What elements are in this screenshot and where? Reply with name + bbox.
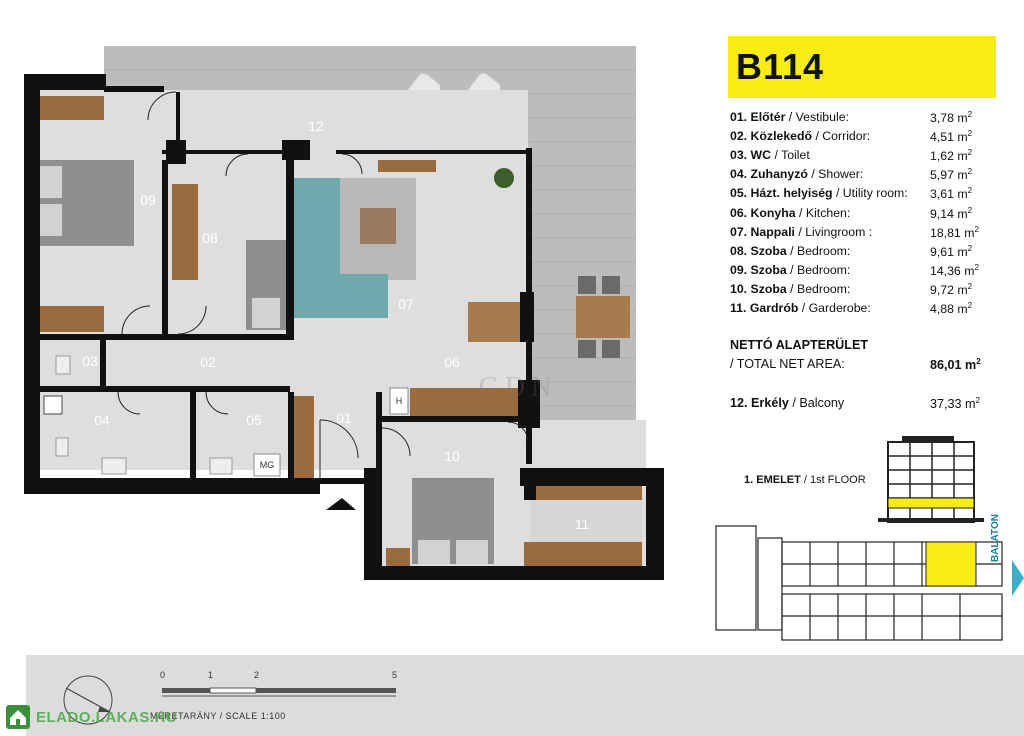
- room-name-hu: Előtér: [750, 110, 786, 124]
- direction-arrow-icon: [1012, 560, 1024, 596]
- room-row: 07. Nappali / Livingroom : 18,81 m2: [730, 225, 1000, 243]
- room-row: 06. Konyha / Kitchen: 9,14 m2: [730, 206, 1000, 224]
- highlighted-floor: [887, 497, 975, 509]
- room-separator: /: [771, 148, 782, 163]
- floor-label: 1. EMELET / 1st FLOOR: [744, 474, 866, 486]
- room-separator: /: [786, 243, 797, 258]
- floor-plan: [24, 46, 664, 580]
- room-name-en: Shower:: [818, 167, 864, 182]
- room-name-en: Livingroom :: [805, 224, 873, 239]
- room-row: 03. WC / Toilet 1,62 m2: [730, 148, 1000, 166]
- room-separator: /: [812, 129, 823, 144]
- room-separator: /: [786, 281, 797, 296]
- unit-code: B114: [736, 46, 825, 87]
- room-row: 04. Zuhanyzó / Shower: 5,97 m2: [730, 167, 1000, 185]
- house-icon: [6, 705, 30, 729]
- dining-table-icon: [576, 276, 630, 358]
- room-name-hu: Közlekedő: [750, 129, 813, 144]
- room-area: 14,36 m2: [930, 262, 979, 278]
- room-name-hu: Konyha: [750, 205, 796, 220]
- room-separator: /: [795, 205, 806, 220]
- room-row: 10. Szoba / Bedroom: 9,72 m2: [730, 282, 1000, 300]
- room-number: 04.: [730, 167, 748, 182]
- room-name-en: Bedroom:: [797, 262, 851, 277]
- room-name-en: Corridor:: [822, 129, 871, 144]
- room-name-hu: WC: [750, 148, 772, 163]
- scale-tick-0: 0: [160, 670, 166, 680]
- balcony-num: 12.: [730, 396, 748, 410]
- room-name-hu: Zuhanyzó: [750, 167, 808, 182]
- room-name-en: Kitchen:: [805, 205, 851, 220]
- balcony-row: 12. Erkély / Balcony 37,33 m2: [730, 396, 1000, 412]
- room-name-en: Vestibule:: [795, 110, 849, 124]
- watermark-text: ELADO.LAKAS.HU: [36, 708, 178, 726]
- room-area: 3,78 m2: [930, 110, 973, 126]
- room-number: 07.: [730, 224, 748, 239]
- room-area: 4,51 m2: [930, 129, 973, 145]
- room-row: 11. Gardrób / Garderobe: 4,88 m2: [730, 301, 1000, 319]
- room-row: 05. Házt. helyiség / Utility room: 3,61 m…: [730, 186, 1000, 204]
- room-row: 02. Közlekedő / Corridor: 4,51 m2: [730, 129, 1000, 147]
- room-name-hu: Gardrób: [749, 301, 799, 315]
- room-number: 05.: [730, 186, 748, 201]
- site-plan: [715, 525, 1024, 641]
- room-number: 02.: [730, 129, 748, 144]
- room-area: 3,61 m2: [930, 186, 973, 202]
- north-arrow-icon: [63, 675, 113, 725]
- building-elevation: [878, 436, 984, 523]
- room-name-en: Bedroom:: [797, 281, 851, 296]
- scale-tick-1: 1: [208, 670, 214, 680]
- site-watermark: ELADO.LAKAS.HU: [6, 704, 177, 730]
- room-separator: /: [807, 167, 819, 182]
- room-row: 01. Előtér / Vestibule: 3,78 m2: [730, 110, 1000, 128]
- room-name-en: Garderobe:: [808, 301, 871, 315]
- room-number: 10.: [730, 281, 748, 296]
- unit-title-box: B114: [728, 36, 996, 98]
- room-area: 1,62 m2: [930, 148, 973, 164]
- room-number: 09.: [730, 262, 748, 277]
- scale-tick-2: 2: [254, 670, 260, 680]
- room-area: 9,72 m2: [930, 281, 973, 297]
- highlighted-unit: [925, 541, 977, 587]
- room-row: 09. Szoba / Bedroom: 14,36 m2: [730, 263, 1000, 281]
- net-area-label-hu: NETTÓ ALAPTERÜLET: [730, 338, 869, 352]
- net-area: NETTÓ ALAPTERÜLET / TOTAL NET AREA: 86,0…: [730, 338, 1000, 372]
- room-name-hu: Házt. helyiség: [750, 186, 833, 201]
- room-number: 06.: [730, 205, 748, 220]
- room-name-hu: Nappali: [750, 224, 795, 239]
- room-area: 4,88 m2: [930, 301, 973, 317]
- room-area: 5,97 m2: [930, 167, 973, 183]
- room-number: 11.: [730, 301, 747, 315]
- room-number: 03.: [730, 148, 748, 163]
- scale-bar: [162, 687, 396, 697]
- room-separator: /: [798, 301, 809, 315]
- room-separator: /: [786, 262, 797, 277]
- net-area-value: 86,01 m2: [930, 357, 981, 373]
- room-name-hu: Szoba: [750, 262, 787, 277]
- room-name-en: Utility room:: [842, 186, 908, 201]
- balcony-area: 37,33 m2: [930, 396, 980, 412]
- room-name-en: Toilet: [781, 148, 810, 163]
- balcony-name: Erkély: [751, 396, 789, 410]
- room-number: 01.: [730, 110, 748, 124]
- room-separator: /: [794, 224, 806, 239]
- room-area: 9,61 m2: [930, 243, 973, 259]
- room-name-en: Bedroom:: [797, 243, 851, 258]
- room-area: 18,81 m2: [930, 224, 979, 240]
- room-row: 08. Szoba / Bedroom: 9,61 m2: [730, 244, 1000, 262]
- scale-label: MÉRETARÁNY / SCALE 1:100: [150, 711, 286, 721]
- room-area: 9,14 m2: [930, 205, 973, 221]
- scale-tick-5: 5: [392, 670, 398, 680]
- room-separator: /: [785, 110, 796, 124]
- site-direction-label: BALATON: [990, 514, 1001, 562]
- room-separator: /: [832, 186, 843, 201]
- balcony-en: / Balcony: [792, 396, 845, 410]
- room-number: 08.: [730, 243, 748, 258]
- entrance-arrow-icon: [326, 498, 356, 510]
- room-name-hu: Szoba: [750, 243, 787, 258]
- net-area-label-en: / TOTAL NET AREA:: [730, 357, 845, 371]
- room-name-hu: Szoba: [750, 281, 787, 296]
